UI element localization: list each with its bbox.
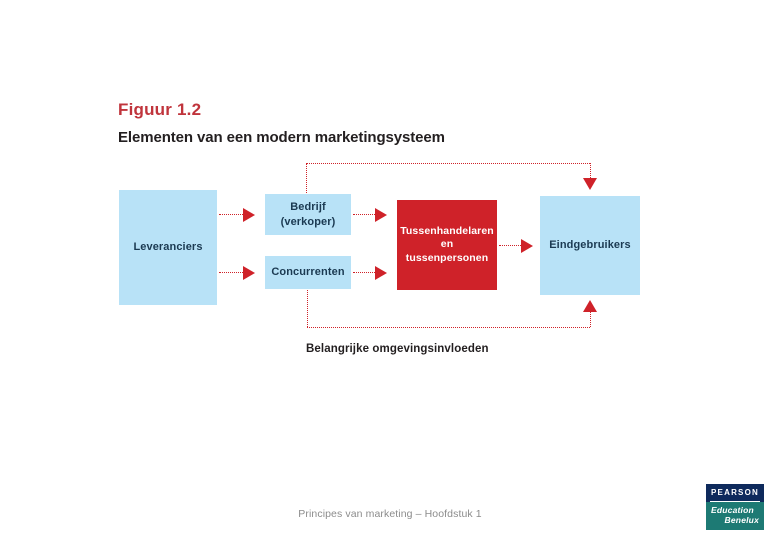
node-concurrenten-label: Concurrenten xyxy=(271,266,345,279)
node-tussenhandelaren-label-line2: en xyxy=(440,238,454,251)
node-bedrijf-label-line1: Bedrijf xyxy=(290,201,326,214)
pearson-logo-brand-bar: PEARSON xyxy=(706,484,764,501)
edge-leveranciers-concurrenten-line xyxy=(219,272,243,273)
edge-feedback-bottom-riser xyxy=(590,312,591,327)
edge-bedrijf-tussenhandelaren-line xyxy=(353,214,375,215)
edge-leveranciers-concurrenten-arrowhead xyxy=(243,266,255,280)
node-bedrijf-label: Bedrijf (verkoper) xyxy=(281,200,336,228)
node-eindgebruikers-label: Eindgebruikers xyxy=(549,239,631,252)
node-eindgebruikers: Eindgebruikers xyxy=(540,196,640,295)
edge-tussenhandelaren-eindgebruikers-arrowhead xyxy=(521,239,533,253)
pearson-logo-benelux: Benelux xyxy=(724,515,759,525)
edge-bedrijf-tussenhandelaren-arrowhead xyxy=(375,208,387,222)
edge-concurrenten-tussenhandelaren-line xyxy=(353,272,375,273)
node-concurrenten: Concurrenten xyxy=(265,256,351,289)
edge-feedback-bottom-arrowhead xyxy=(583,300,597,312)
edge-feedback-top-riser xyxy=(306,163,307,195)
environment-influences-caption: Belangrijke omgevingsinvloeden xyxy=(306,343,489,355)
figure-label: Figuur 1.2 xyxy=(118,100,202,119)
edge-feedback-bottom-drop xyxy=(307,290,308,327)
pearson-logo-brand: PEARSON xyxy=(711,488,759,497)
edge-leveranciers-bedrijf-line xyxy=(219,214,243,215)
node-leveranciers: Leveranciers xyxy=(119,190,217,305)
edge-feedback-bottom-span xyxy=(307,327,590,328)
pearson-logo-imprint-bar: Education Benelux xyxy=(706,502,764,530)
edge-feedback-top-arrowhead xyxy=(583,178,597,190)
node-tussenhandelaren-label-line3: tussenpersonen xyxy=(405,251,489,264)
edge-concurrenten-tussenhandelaren-arrowhead xyxy=(375,266,387,280)
pearson-logo: PEARSON Education Benelux xyxy=(706,484,764,530)
edge-tussenhandelaren-eindgebruikers-line xyxy=(499,245,521,246)
edge-feedback-top-drop xyxy=(590,163,591,178)
figure-title: Elementen van een modern marketingsystee… xyxy=(118,129,445,146)
pearson-logo-education: Education xyxy=(711,505,754,516)
node-tussenhandelaren-label-line1: Tussenhandelaren xyxy=(400,224,494,237)
node-bedrijf: Bedrijf (verkoper) xyxy=(265,194,351,235)
node-tussenhandelaren: Tussenhandelaren en tussenpersonen xyxy=(397,200,497,290)
node-tussenhandelaren-label: Tussenhandelaren en tussenpersonen xyxy=(400,225,494,265)
node-bedrijf-label-line2: (verkoper) xyxy=(280,215,336,228)
edge-leveranciers-bedrijf-arrowhead xyxy=(243,208,255,222)
pearson-logo-divider xyxy=(710,501,760,502)
node-leveranciers-label: Leveranciers xyxy=(133,241,203,254)
edge-feedback-top-span xyxy=(306,163,590,164)
footer-text: Principes van marketing – Hoofdstuk 1 xyxy=(298,508,482,520)
